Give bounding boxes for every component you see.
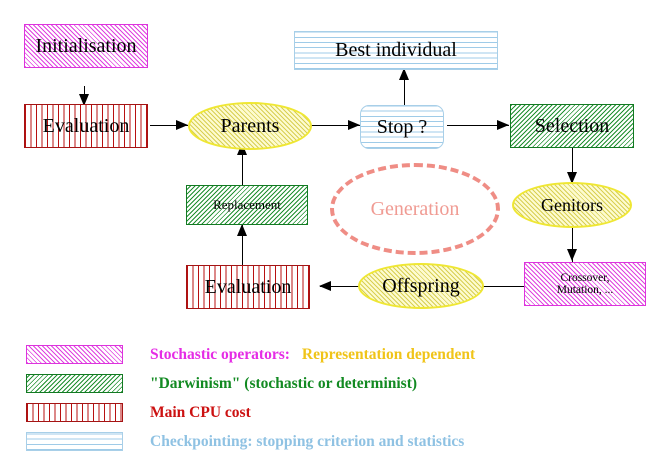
arrowhead-offspring-to-evaluation	[319, 280, 331, 291]
legend-row-darwinism: "Darwinism" (stochastic or determinist)	[26, 374, 417, 393]
legend-label-darwinism: "Darwinism" (stochastic or determinist)	[150, 374, 418, 392]
node-parents[interactable]: Parents	[188, 102, 312, 150]
legend-label-main-cpu-cost: Main CPU cost	[150, 403, 251, 421]
arrowhead-stop-to-best-individual	[398, 68, 409, 80]
connector-offspring-to-evaluation	[320, 286, 362, 288]
node-generation-boundary: Generation	[330, 163, 500, 255]
connector-crossover-to-offspring	[466, 286, 524, 288]
node-best-individual[interactable]: Best individual	[294, 31, 498, 70]
connector-selection-to-genitors	[572, 145, 574, 183]
node-selection-label: Selection	[534, 114, 610, 137]
node-genitors-label: Genitors	[541, 194, 603, 215]
connector-evaluation-to-replacement	[242, 224, 244, 266]
node-parents-label: Parents	[220, 114, 280, 137]
node-evaluation-bottom-label: Evaluation	[204, 275, 292, 298]
connector-genitors-to-crossover	[572, 226, 574, 262]
legend-label-stochastic-operators: Stochastic operators:	[150, 345, 290, 363]
legend-row-stochastic: Stochastic operators: Representation dep…	[26, 345, 475, 364]
node-genitors[interactable]: Genitors	[512, 182, 632, 228]
node-evaluation-top-label: Evaluation	[42, 114, 130, 137]
node-generation-label: Generation	[370, 197, 460, 220]
node-stop-label: Stop ?	[376, 115, 428, 138]
arrowhead-evaluation-to-replacement	[236, 224, 247, 236]
node-evaluation-top[interactable]: Evaluation	[24, 104, 148, 148]
arrowhead-parents-to-stop	[348, 119, 360, 130]
arrowhead-genitors-to-crossover	[566, 249, 577, 261]
arrowhead-selection-to-genitors	[566, 172, 577, 184]
arrowhead-initialisation-to-evaluation	[78, 94, 89, 106]
legend-swatch-blue-horizontal-hatch	[26, 432, 123, 451]
node-initialisation-label: Initialisation	[35, 34, 137, 57]
node-initialisation[interactable]: Initialisation	[24, 24, 148, 68]
legend-label-checkpointing: Checkpointing: stopping criterion and st…	[150, 432, 465, 450]
connector-stop-to-best-individual	[404, 70, 406, 106]
legend-swatch-green-diagonal-hatch	[26, 374, 123, 393]
node-selection[interactable]: Selection	[510, 104, 634, 148]
arrowhead-stop-to-selection	[497, 119, 509, 130]
legend-row-cpu-cost: Main CPU cost	[26, 403, 251, 422]
legend-swatch-magenta-diagonal-hatch	[26, 345, 123, 364]
legend-label-representation-dependent: Representation dependent	[301, 345, 476, 363]
node-best-individual-label: Best individual	[335, 39, 457, 61]
legend-row-checkpointing: Checkpointing: stopping criterion and st…	[26, 432, 464, 451]
node-evaluation-bottom[interactable]: Evaluation	[186, 265, 310, 309]
node-offspring-label: Offspring	[382, 274, 460, 297]
node-stop[interactable]: Stop ?	[360, 105, 444, 149]
connector-replacement-to-parents	[242, 145, 244, 185]
node-crossover-mutation[interactable]: Crossover, Mutation, ...	[524, 262, 646, 306]
connector-evaluation-to-parents	[150, 125, 188, 127]
node-crossover-mutation-label: Crossover, Mutation, ...	[556, 271, 614, 296]
node-offspring[interactable]: Offspring	[358, 263, 484, 309]
legend-swatch-red-vertical-hatch	[26, 403, 123, 422]
connector-parents-to-stop	[296, 125, 360, 127]
node-replacement-label: Replacement	[213, 197, 281, 213]
connector-stop-to-selection	[447, 125, 509, 127]
node-replacement[interactable]: Replacement	[186, 185, 308, 225]
arrowhead-evaluation-to-parents	[176, 119, 188, 130]
